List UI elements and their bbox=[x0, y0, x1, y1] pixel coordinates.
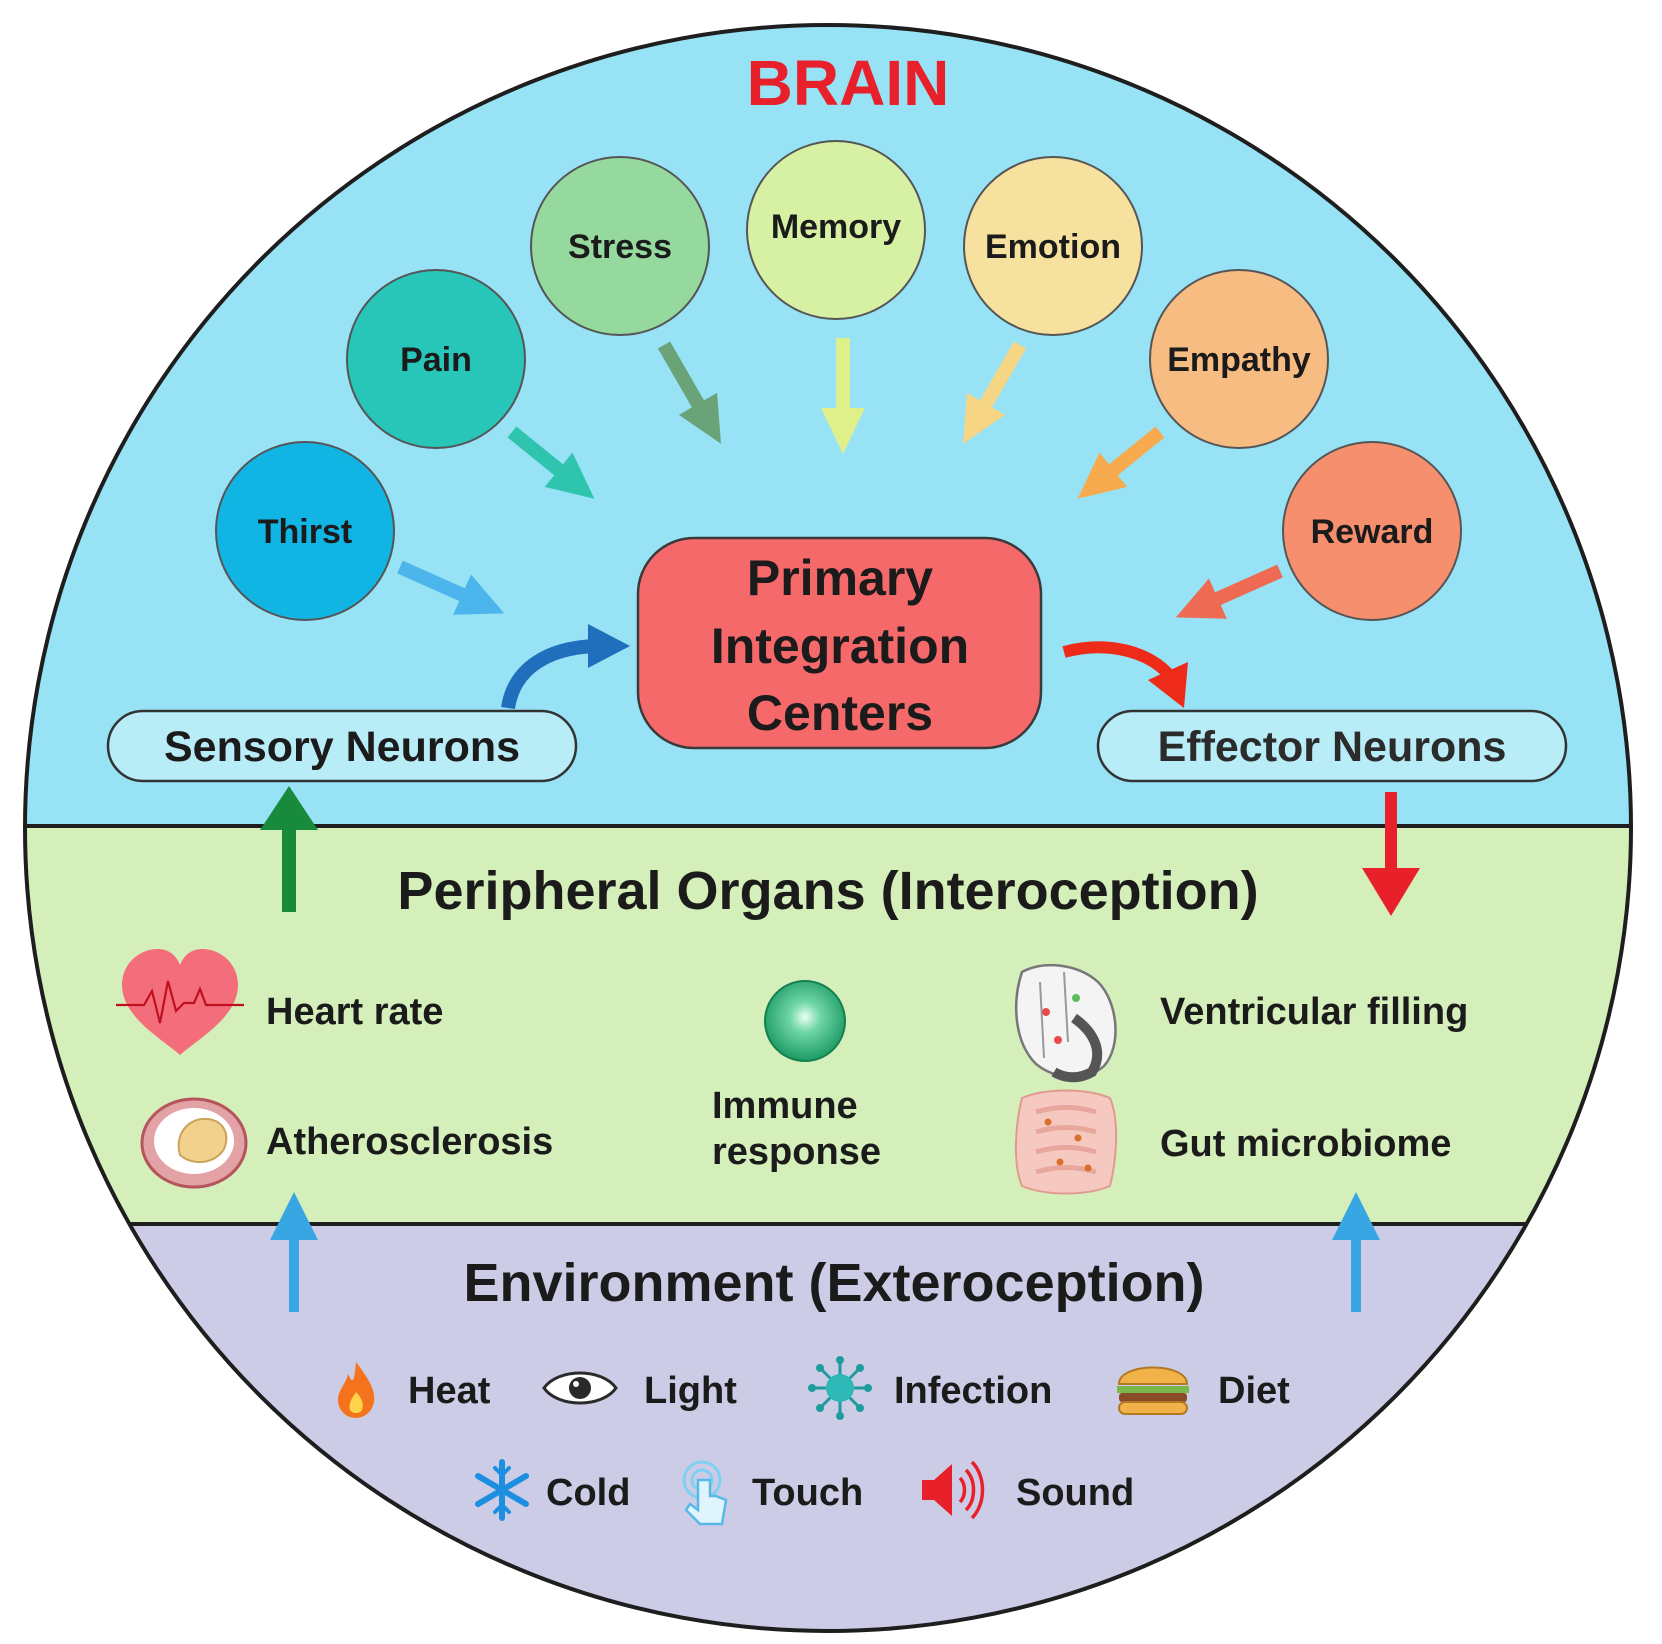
outer-circle bbox=[23, 23, 1633, 1633]
blue-up-arrow-left-icon bbox=[270, 1192, 318, 1312]
bubble-stress: Stress bbox=[530, 156, 710, 336]
infection-label: Infection bbox=[894, 1370, 1052, 1412]
red-down-arrow-icon bbox=[1362, 792, 1420, 916]
ventricular-filling-label: Ventricular filling bbox=[1160, 991, 1468, 1033]
arrow-pain-icon bbox=[507, 426, 595, 499]
bubble-empathy-label: Empathy bbox=[1167, 341, 1311, 379]
peripheral-title: Peripheral Organs (Interoception) bbox=[397, 861, 1258, 921]
center-line2: Integration bbox=[711, 618, 969, 674]
flame-icon bbox=[338, 1362, 375, 1418]
heart-rate-label: Heart rate bbox=[266, 991, 443, 1033]
arrow-empathy-icon bbox=[1077, 426, 1165, 499]
center-line1: Primary bbox=[747, 550, 933, 606]
ventricular-heart-icon bbox=[1014, 963, 1117, 1083]
bubble-memory: Memory bbox=[746, 140, 926, 320]
burger-icon bbox=[1117, 1366, 1189, 1415]
green-up-arrow-icon bbox=[260, 786, 318, 912]
diet-label: Diet bbox=[1218, 1370, 1290, 1412]
bubble-reward: Reward bbox=[1282, 441, 1462, 621]
bubble-reward-label: Reward bbox=[1311, 513, 1434, 551]
gut-microbiome-icon bbox=[1014, 1089, 1118, 1195]
sensory-to-center-arrow-icon bbox=[501, 624, 630, 710]
arrow-thirst-icon bbox=[397, 560, 505, 615]
arrow-emotion-icon bbox=[963, 341, 1027, 444]
factor-arrows bbox=[397, 338, 1283, 619]
immune-response-line2: response bbox=[712, 1131, 881, 1173]
effector-neurons-box: Effector Neurons bbox=[1096, 709, 1568, 783]
touch-label: Touch bbox=[752, 1472, 863, 1514]
bubble-pain: Pain bbox=[346, 269, 526, 449]
atherosclerosis-icon bbox=[140, 1097, 248, 1189]
atherosclerosis-label: Atherosclerosis bbox=[266, 1121, 553, 1163]
bubble-emotion: Emotion bbox=[963, 156, 1143, 336]
speaker-icon bbox=[922, 1460, 985, 1520]
bubble-stress-label: Stress bbox=[568, 228, 672, 266]
light-label: Light bbox=[644, 1370, 737, 1412]
effector-neurons-label: Effector Neurons bbox=[1158, 723, 1507, 771]
virus-icon bbox=[808, 1356, 872, 1420]
immune-response-line1: Immune bbox=[712, 1085, 858, 1127]
bubble-memory-label: Memory bbox=[771, 208, 901, 246]
arrow-stress-icon bbox=[657, 341, 721, 444]
arrow-memory-icon bbox=[821, 338, 865, 454]
environment-title: Environment (Exteroception) bbox=[463, 1253, 1204, 1313]
blue-up-arrow-right-icon bbox=[1332, 1192, 1380, 1312]
bubble-thirst-label: Thirst bbox=[258, 513, 352, 551]
sensory-neurons-box: Sensory Neurons bbox=[106, 709, 578, 783]
cold-label: Cold bbox=[546, 1472, 630, 1514]
center-line3: Centers bbox=[747, 685, 933, 741]
primary-integration-centers: Primary Integration Centers bbox=[636, 536, 1043, 750]
center-to-effector-arrow-icon bbox=[1062, 641, 1188, 708]
gut-microbiome-label: Gut microbiome bbox=[1160, 1123, 1451, 1165]
bubble-thirst: Thirst bbox=[215, 441, 395, 621]
immune-cell-icon bbox=[764, 980, 846, 1062]
sound-label: Sound bbox=[1016, 1472, 1134, 1514]
touch-icon bbox=[682, 1460, 728, 1526]
snowflake-icon bbox=[475, 1459, 529, 1521]
bubble-emotion-label: Emotion bbox=[985, 228, 1121, 266]
brain-title: BRAIN bbox=[747, 47, 950, 119]
heat-label: Heat bbox=[408, 1370, 491, 1412]
heart-rate-icon bbox=[116, 949, 244, 1055]
bubble-pain-label: Pain bbox=[400, 341, 472, 379]
arrow-reward-icon bbox=[1175, 564, 1283, 619]
sensory-neurons-label: Sensory Neurons bbox=[164, 723, 520, 771]
bubble-empathy: Empathy bbox=[1149, 269, 1329, 449]
eye-icon bbox=[542, 1371, 618, 1405]
